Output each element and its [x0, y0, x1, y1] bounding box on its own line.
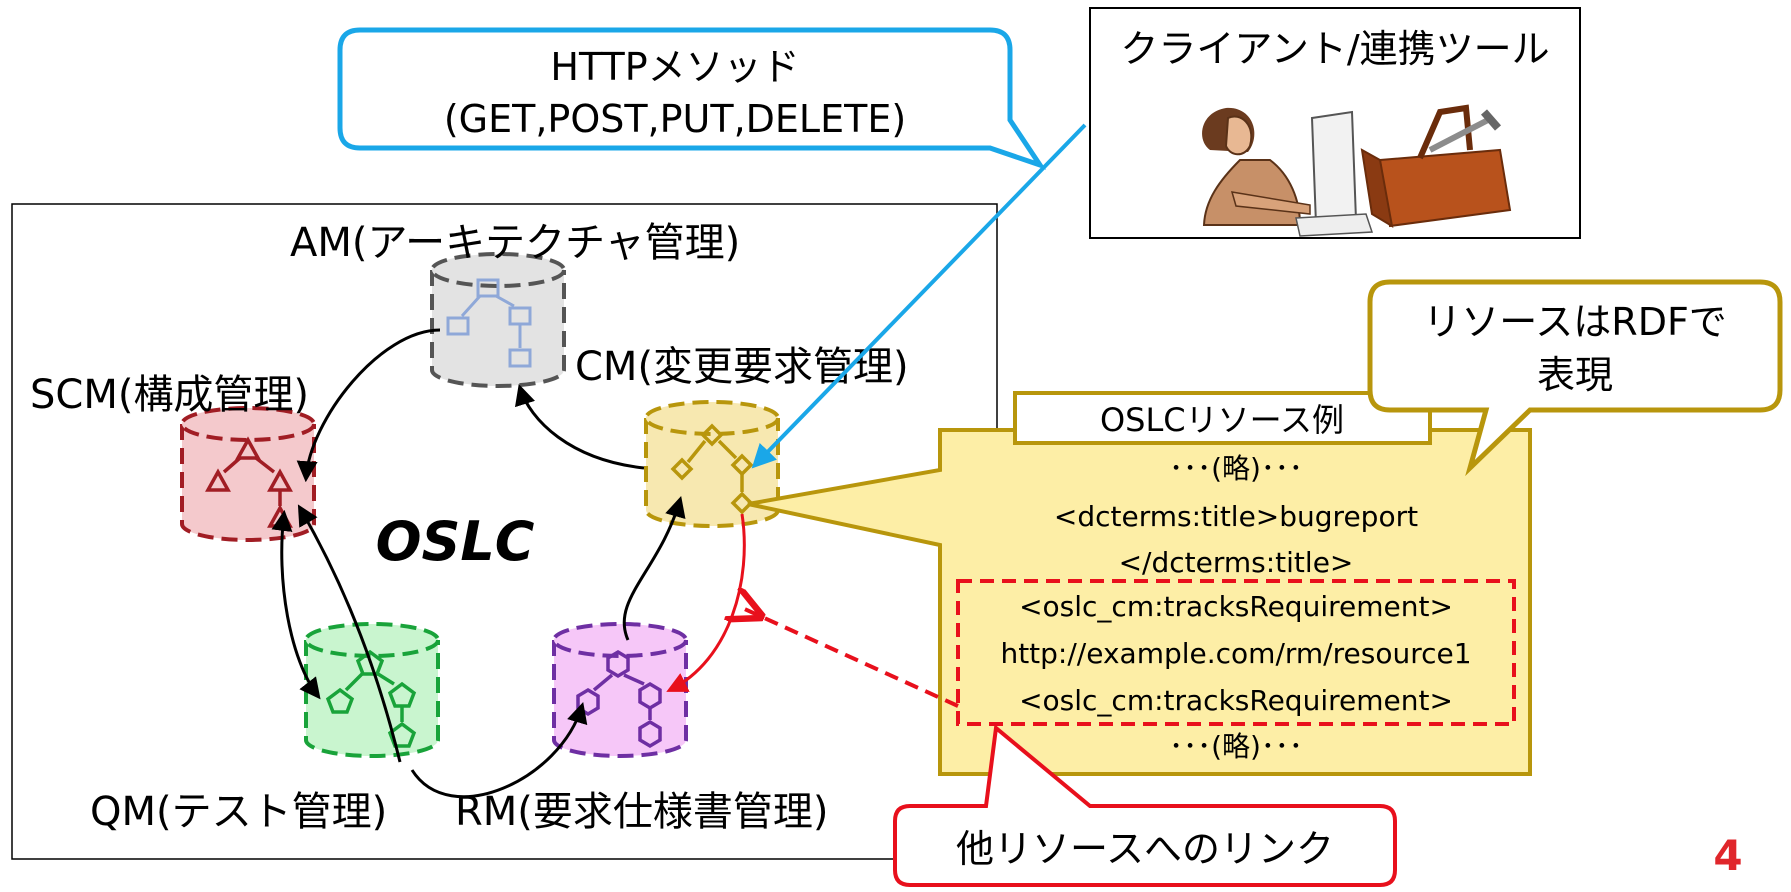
http-method-callout: [337, 27, 1047, 170]
am-label: AM(アーキテクチャ管理): [290, 220, 740, 266]
resource-line: ･･･(略)･･･: [1169, 452, 1303, 485]
cm-label: CM(変更要求管理): [575, 344, 909, 390]
link-callout-label: 他リソースへのリンク: [956, 827, 1334, 871]
scm-qm-arrow: [271, 509, 321, 700]
toolbox-icon: [1360, 104, 1512, 228]
rm-label: RM(要求仕様書管理): [455, 789, 829, 835]
resource-line: <dcterms:title>bugreport: [1054, 500, 1418, 533]
client-to-cm-arrow: [751, 123, 1087, 469]
client-box-title: クライアント/連携ツール: [1120, 27, 1549, 71]
link-reference-arrow: [738, 606, 959, 708]
resource-example-note: OSLCリソース例 ･･･(略)･･･ <dcterms:title>bugre…: [747, 391, 1532, 776]
rm-cylinder: [552, 622, 688, 758]
resource-example-tab-label: OSLCリソース例: [1100, 401, 1344, 439]
resource-line: ･･･(略)･･･: [1169, 730, 1303, 763]
resource-example-tab: [1013, 391, 1432, 445]
rdf-callout-line2: 表現: [1537, 353, 1613, 397]
rdf-callout-line1: リソースはRDFで: [1423, 300, 1727, 344]
rm-to-cm-arrow: [622, 495, 686, 641]
resource-line: <oslc_cm:tracksRequirement>: [1019, 684, 1453, 717]
link-highlight-box: [956, 579, 1516, 726]
am-to-scm-arrow: [296, 328, 441, 483]
qm-to-rm-arrow: [410, 701, 588, 799]
scm-label: SCM(構成管理): [30, 372, 309, 418]
link-callout: [893, 724, 1397, 887]
person-at-computer-icon: [1202, 107, 1374, 237]
scm-cylinder: [180, 406, 316, 542]
http-callout-line1: HTTPメソッド: [550, 45, 799, 89]
cm-to-am-arrow: [515, 383, 645, 470]
oslc-label: OSLC: [376, 510, 535, 573]
resource-line: </dcterms:title>: [1119, 546, 1354, 579]
am-cylinder: [430, 252, 566, 388]
http-callout-line2: (GET,POST,PUT,DELETE): [444, 97, 906, 141]
resource-line: http://example.com/rm/resource1: [1000, 637, 1471, 670]
page-number: 4: [1713, 831, 1742, 880]
qm-cylinder: [304, 622, 440, 758]
connectors: [271, 328, 686, 799]
rdf-callout: [1367, 279, 1783, 477]
client-box: クライアント/連携ツール: [1089, 7, 1581, 239]
resource-line: <oslc_cm:tracksRequirement>: [1019, 590, 1453, 623]
qm-label: QM(テスト管理): [90, 789, 387, 835]
